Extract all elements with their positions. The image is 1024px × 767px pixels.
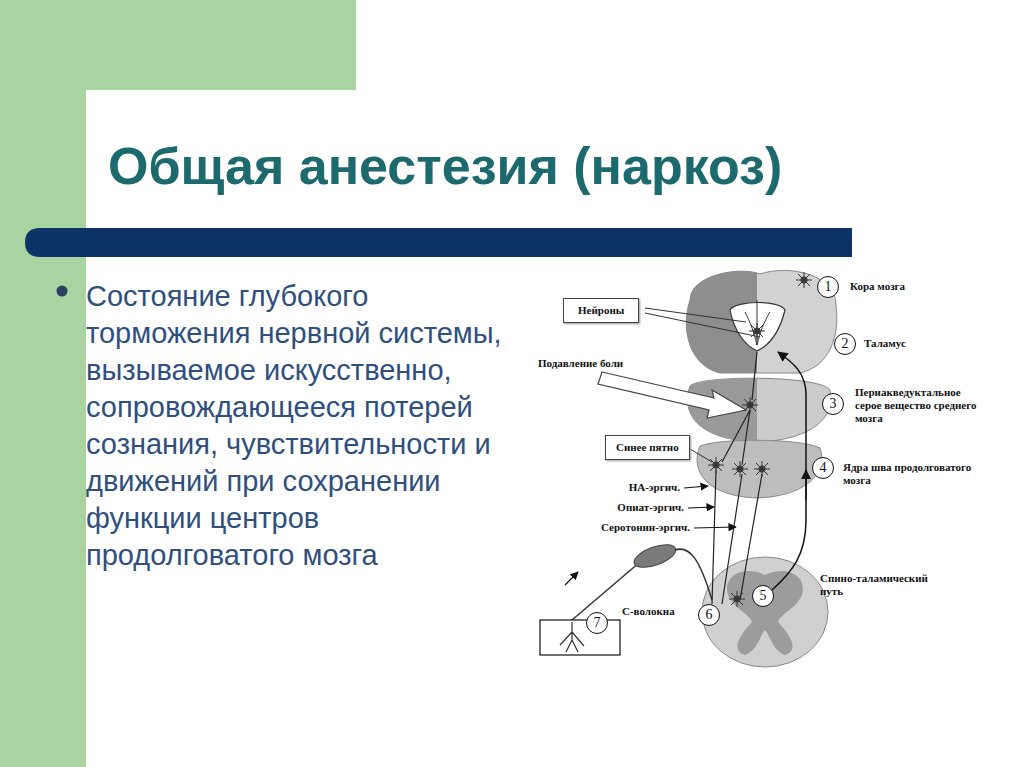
- annotation-label: Подавление боли: [538, 357, 623, 370]
- neuron-icon: [708, 457, 724, 473]
- part-label: Ядра шва продолговатого мозга: [843, 461, 981, 487]
- na-arrow: [684, 486, 708, 488]
- neuron-icon: [742, 397, 758, 413]
- transmitter-label: Опиат-эргич.: [564, 501, 684, 514]
- neuron-leaders: [645, 308, 760, 337]
- callout-number: 4: [820, 461, 827, 475]
- part-label: Спино-таламический путь: [820, 572, 940, 598]
- nerve-ending: [560, 622, 584, 652]
- spinal-cord: [702, 557, 828, 667]
- callout-circle: 1: [817, 276, 839, 298]
- bullet-text: Состояние глубокого торможения нервной с…: [86, 278, 506, 574]
- callout-circle: 4: [812, 457, 834, 479]
- callout-circle: 5: [752, 585, 774, 607]
- green-strip: [0, 0, 86, 767]
- callout-number: 3: [830, 397, 837, 411]
- thalamus-lines: [745, 300, 770, 345]
- title-bar: [25, 228, 852, 257]
- callout-number: 1: [825, 280, 832, 294]
- neuron-icon: [729, 591, 745, 607]
- box-text: Нейроны: [578, 304, 624, 316]
- transmitter-label: НА-эргич.: [560, 481, 680, 494]
- label-box: Синее пятно: [605, 435, 690, 460]
- locus-leader: [690, 449, 712, 462]
- callout-number: 2: [842, 337, 849, 351]
- callout-number: 7: [594, 616, 601, 630]
- box-text: Синее пятно: [616, 441, 679, 453]
- callout-circle: 2: [834, 333, 856, 355]
- callout-circle: 7: [586, 612, 608, 634]
- neuron-icon: [796, 272, 812, 288]
- callout-circle: 3: [822, 393, 844, 415]
- spinal-gray-matter: [727, 571, 803, 655]
- transmitter-label: Серотонин-эргич.: [570, 521, 690, 534]
- pain-suppression-arrow: [598, 372, 746, 418]
- callout-number: 6: [706, 608, 713, 622]
- part-label: Периакведуктальное серое вещество средне…: [855, 386, 980, 425]
- neuron-icon: [754, 461, 770, 477]
- bullet-dot: [57, 286, 68, 297]
- receptor-box: [540, 620, 620, 655]
- tract-arrow: [805, 470, 807, 500]
- part-label: Кора мозга: [850, 280, 905, 293]
- spinothalamic-tract: [772, 352, 806, 590]
- label-box: Нейроны: [563, 298, 639, 323]
- descending-pathways: [712, 410, 762, 604]
- dorsal-root-ganglion: [631, 540, 679, 572]
- afferent-arrow: [565, 572, 578, 585]
- part-label: С-волокна: [622, 605, 675, 618]
- neuron-icon: [749, 323, 765, 339]
- opiate-arrow: [688, 507, 714, 508]
- dorsal-root: [675, 549, 712, 600]
- part-label: Таламус: [864, 337, 906, 350]
- callout-circle: 6: [698, 604, 720, 626]
- serotonin-arrow: [694, 527, 736, 528]
- thalamus-pag-link: [752, 352, 757, 400]
- callout-number: 5: [760, 589, 767, 603]
- neuron-icon: [732, 461, 748, 477]
- slide-title: Общая анестезия (наркоз): [108, 140, 782, 192]
